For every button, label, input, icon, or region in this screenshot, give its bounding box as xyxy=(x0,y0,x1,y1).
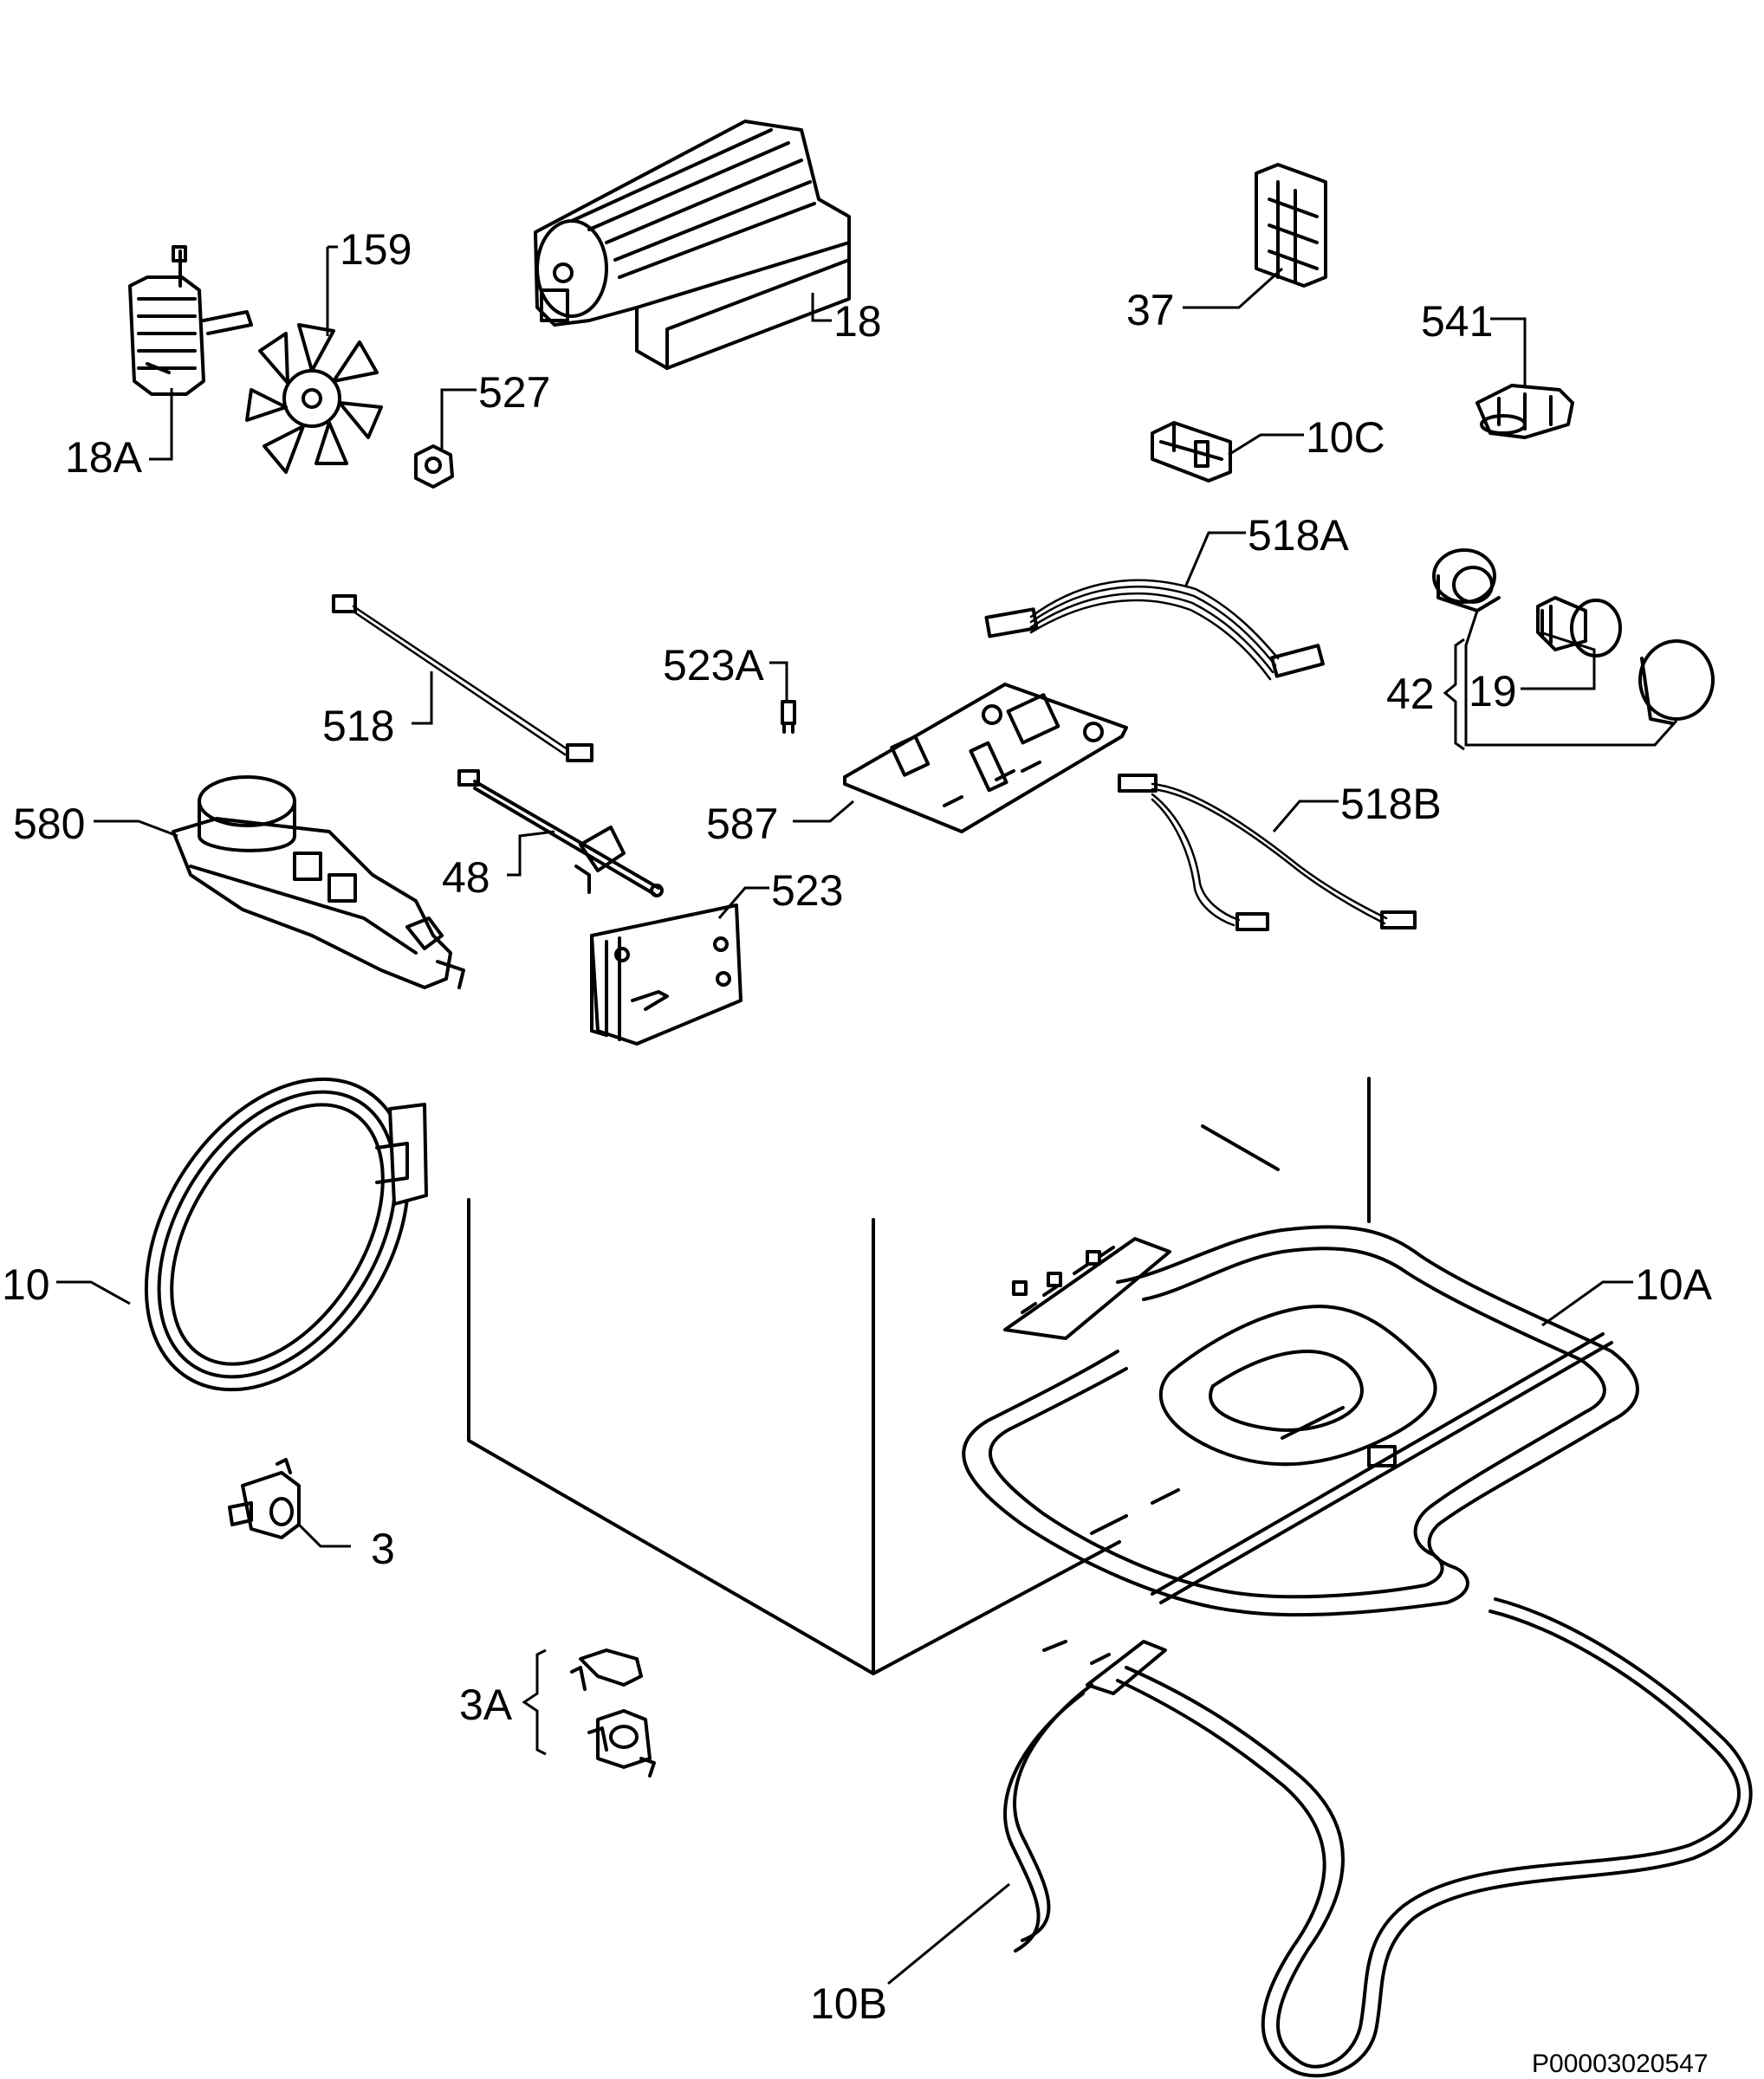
label-3: 3 xyxy=(371,1525,395,1573)
part-3a-thermostat-pair[interactable] xyxy=(570,1648,656,1778)
label-159: 159 xyxy=(340,225,412,274)
label-580: 580 xyxy=(13,800,85,848)
part-580-motor-assembly[interactable] xyxy=(172,775,465,989)
part-10-circular-element[interactable] xyxy=(92,1032,462,1438)
part-523a-sensor[interactable] xyxy=(781,700,796,734)
part-518-cable[interactable] xyxy=(332,594,593,762)
part-37-terminal-block[interactable] xyxy=(1255,163,1327,288)
label-527: 527 xyxy=(478,368,550,417)
label-523: 523 xyxy=(771,866,843,915)
label-518b: 518B xyxy=(1340,780,1442,828)
label-523a: 523A xyxy=(663,641,764,690)
label-518: 518 xyxy=(322,702,394,750)
part-523-bracket-plate[interactable] xyxy=(590,903,743,1046)
part-159-fan-blade[interactable] xyxy=(245,323,383,474)
label-42: 42 xyxy=(1386,670,1435,718)
label-48: 48 xyxy=(442,853,490,902)
part-10c-bracket[interactable] xyxy=(1151,421,1232,483)
label-37: 37 xyxy=(1126,286,1175,334)
label-518a: 518A xyxy=(1248,511,1349,560)
label-10b: 10B xyxy=(810,1979,887,2028)
label-541: 541 xyxy=(1421,297,1493,346)
part-3-thermostat[interactable] xyxy=(228,1458,301,1539)
part-527-nut[interactable] xyxy=(414,444,454,489)
label-10: 10 xyxy=(2,1260,50,1309)
part-18-tangential-fan[interactable] xyxy=(534,120,851,370)
part-518b-wiring-harness[interactable] xyxy=(1118,774,1417,931)
label-10a: 10A xyxy=(1635,1260,1713,1309)
part-48-probe[interactable] xyxy=(457,769,664,897)
label-10c: 10C xyxy=(1306,413,1385,462)
part-labels: 159 18 18A 527 37 541 10C 518A 523A 518 … xyxy=(2,225,1713,2078)
label-19: 19 xyxy=(1469,667,1517,716)
part-10b-bottom-element[interactable] xyxy=(1003,1597,1753,2078)
label-18: 18 xyxy=(833,297,882,346)
part-18a-fan-motor[interactable] xyxy=(128,245,253,396)
oven-cavity-outline xyxy=(467,1077,1371,1675)
part-587-control-board[interactable] xyxy=(843,683,1128,833)
part-10a-grill-element[interactable] xyxy=(962,1225,1639,1617)
label-587: 587 xyxy=(706,800,778,848)
leader-lines xyxy=(56,245,1678,1985)
label-18a: 18A xyxy=(65,433,143,482)
label-3a: 3A xyxy=(459,1681,513,1729)
part-518a-wiring-harness[interactable] xyxy=(984,579,1325,681)
footer-code: P00003020547 xyxy=(1532,2050,1709,2078)
part-541-connector[interactable] xyxy=(1475,384,1574,439)
